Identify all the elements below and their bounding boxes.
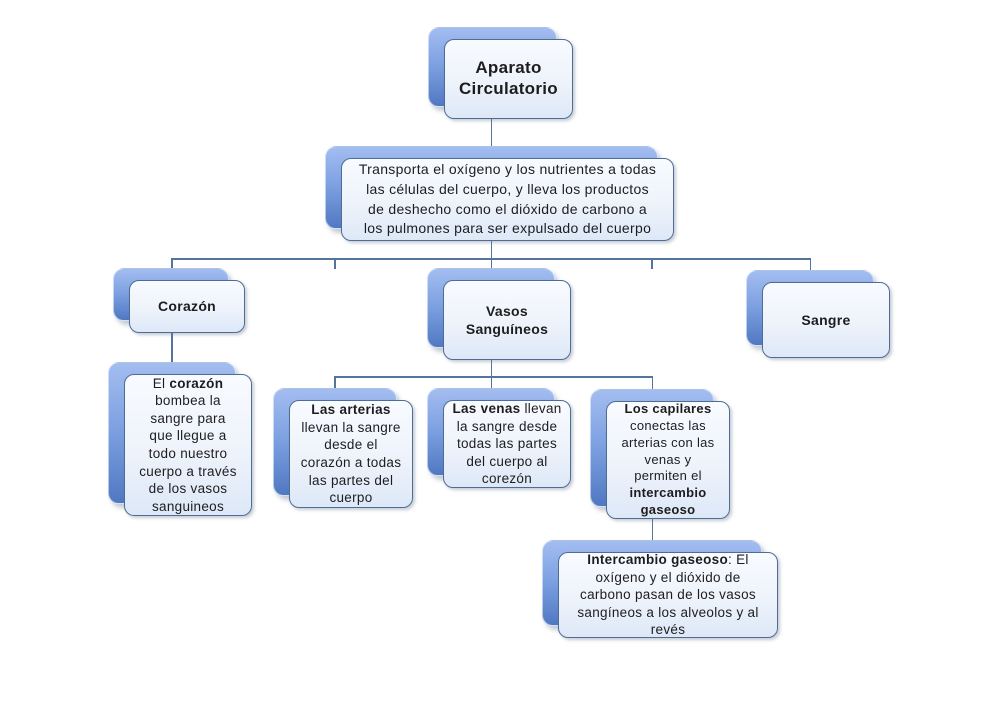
node-capilares: Los capilares conectas las arterias con …	[590, 389, 730, 519]
node-sangre-box: Sangre	[762, 282, 890, 358]
node-overview-box: Transporta el oxígeno y los nutrientes a…	[341, 158, 674, 241]
node-aparato-box: Aparato Circulatorio	[444, 39, 573, 119]
node-corazon-box: Corazón	[129, 280, 245, 333]
venas-seg0: Las venas	[452, 401, 521, 417]
node-arterias: Las arterias llevan la sangre desde el c…	[273, 388, 413, 508]
intercambio-seg0: Intercambio gaseoso	[587, 552, 729, 568]
node-corazon-title: Corazón	[157, 298, 217, 315]
node-intercambio-gaseoso: Intercambio gaseoso: El oxígeno y el dió…	[542, 540, 778, 638]
arterias-seg0: Las arterias	[311, 402, 391, 418]
node-venas-box: Las venas llevan la sangre desde todas l…	[443, 400, 571, 488]
node-vasos-title: Vasos Sanguíneos	[465, 302, 549, 337]
arterias-seg1: llevan la sangre desde el corazón a toda…	[300, 419, 402, 506]
capilares-seg2: intercambio gaseoso	[629, 485, 707, 518]
node-intercambio-text: Intercambio gaseoso: El oxígeno y el dió…	[577, 551, 758, 639]
node-overview-text: Transporta el oxígeno y los nutrientes a…	[358, 160, 657, 237]
node-corazon: Corazón	[113, 268, 245, 333]
node-vasos-sanguineos: Vasos Sanguíneos	[427, 268, 571, 360]
node-intercambio-box: Intercambio gaseoso: El oxígeno y el dió…	[558, 552, 778, 638]
venas-seg1: llevan la sangre desde todas las partes …	[456, 401, 562, 487]
node-arterias-text: Las arterias llevan la sangre desde el c…	[301, 401, 402, 506]
node-corazon-desc: El corazón bombea la sangre para que lle…	[108, 362, 252, 516]
node-vasos-box: Vasos Sanguíneos	[443, 280, 571, 360]
capilares-seg0: Los capilares	[624, 400, 712, 416]
node-overview: Transporta el oxígeno y los nutrientes a…	[325, 146, 674, 241]
node-capilares-text: Los capilares conectas las arterias con …	[622, 401, 715, 519]
node-venas: Las venas llevan la sangre desde todas l…	[427, 388, 571, 488]
connector-vasos-to-bus2	[490, 358, 492, 377]
connector-bus1-stub-left	[334, 258, 336, 269]
node-arterias-box: Las arterias llevan la sangre desde el c…	[289, 400, 413, 508]
connector-corazon-to-desc	[171, 330, 173, 376]
corazon-desc-seg1: corazón	[169, 375, 224, 391]
connector-root-to-overview	[490, 116, 492, 160]
connector-bus1-stub-right	[651, 258, 653, 269]
node-aparato-circulatorio: Aparato Circulatorio	[428, 27, 573, 119]
node-sangre: Sangre	[746, 270, 890, 358]
node-capilares-box: Los capilares conectas las arterias con …	[606, 401, 730, 519]
corazon-desc-seg2: bombea la sangre para que llegue a todo …	[139, 393, 237, 514]
node-sangre-title: Sangre	[801, 311, 851, 328]
intercambio-seg1: : El oxígeno y el dióxido de carbono pas…	[577, 552, 759, 638]
capilares-seg1: conectas las arterias con las venas y pe…	[621, 417, 715, 484]
connector-capilares-to-intercambio	[651, 516, 653, 554]
node-aparato-title: Aparato Circulatorio	[458, 58, 558, 98]
corazon-desc-seg0: El	[152, 375, 170, 391]
node-corazon-desc-box: El corazón bombea la sangre para que lle…	[124, 374, 252, 516]
connector-overview-to-bus1	[490, 239, 492, 259]
connector-bus2	[334, 376, 653, 378]
node-corazon-desc-text: El corazón bombea la sangre para que lle…	[139, 375, 237, 515]
node-venas-text: Las venas llevan la sangre desde todas l…	[452, 400, 561, 488]
